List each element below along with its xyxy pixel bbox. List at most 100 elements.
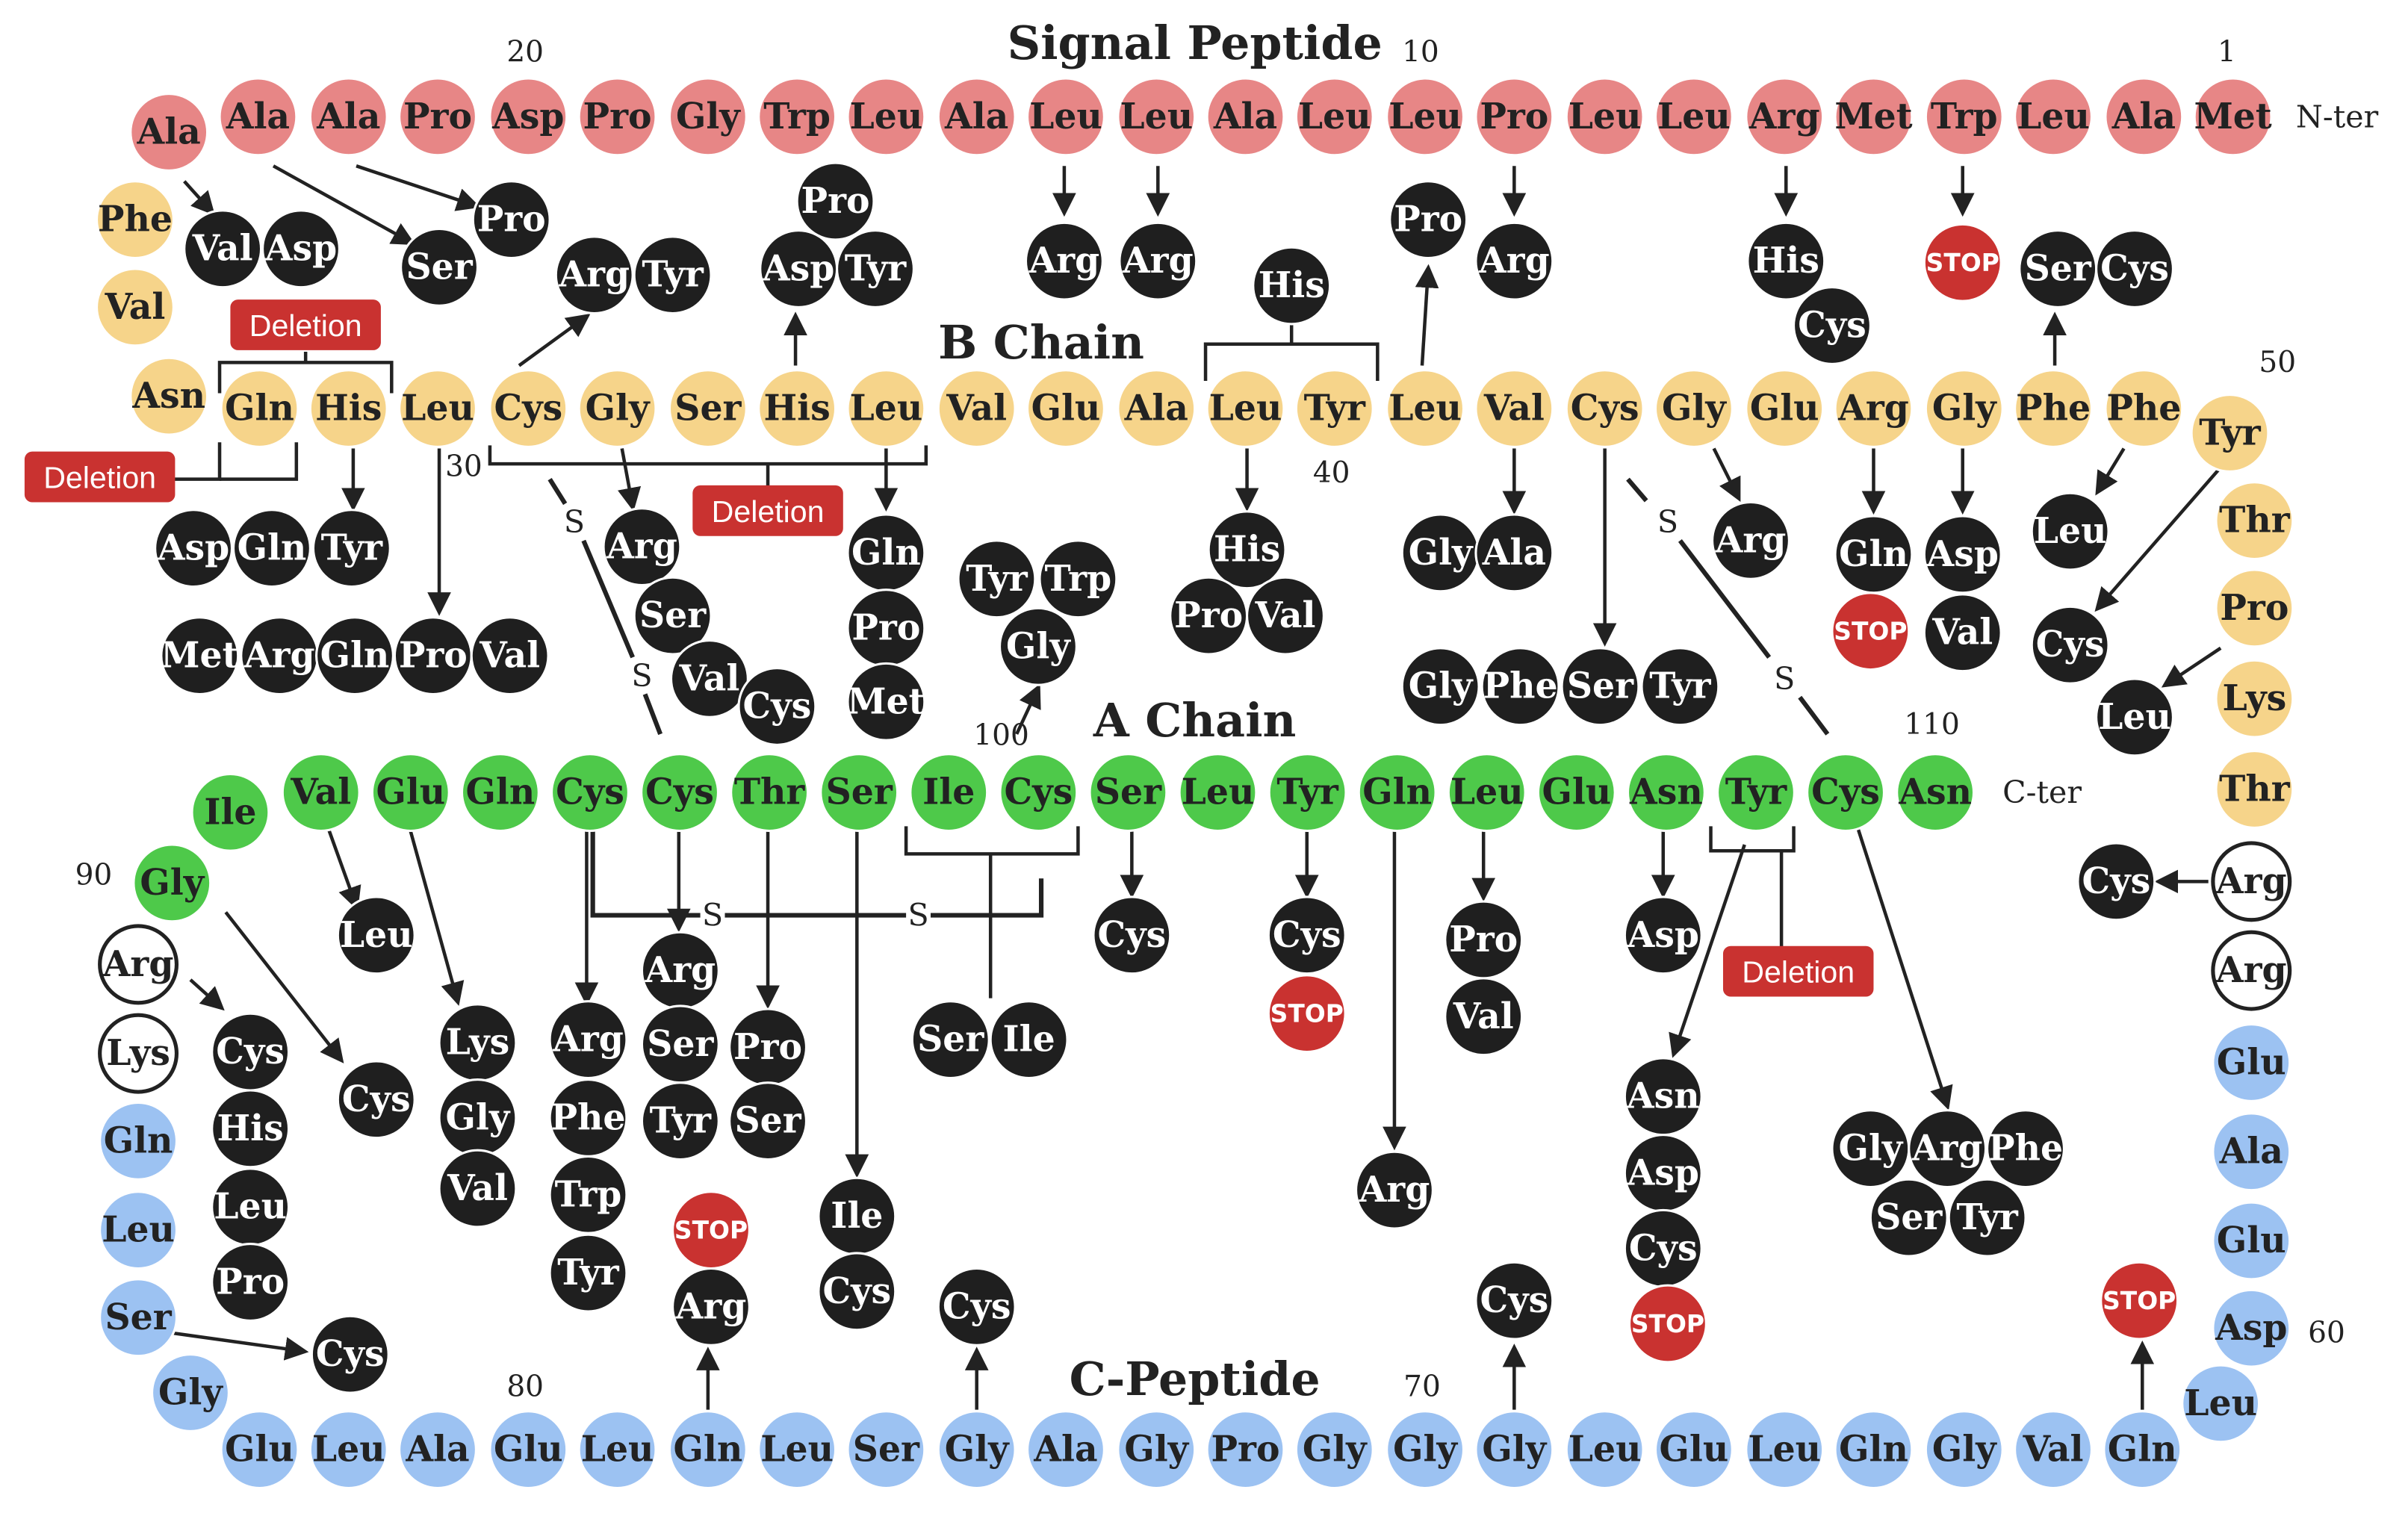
c-peptide-residue: Glu: [2212, 1023, 2291, 1102]
mutant-residue: Leu: [211, 1167, 291, 1247]
signal-residue: Pro: [577, 77, 657, 157]
svg-text:Ser: Ser: [647, 1024, 714, 1065]
mutant-residue: Lys: [438, 1003, 518, 1083]
c-peptide-residue: Gln: [668, 1410, 748, 1490]
svg-text:Ile: Ile: [204, 792, 256, 833]
a-chain-residue: Ser: [819, 753, 899, 833]
svg-text:Leu: Leu: [2034, 511, 2107, 552]
svg-text:Glu: Glu: [1750, 388, 1819, 429]
mutant-residue: Ile: [989, 1000, 1069, 1080]
signal-residue: Leu: [846, 77, 926, 157]
svg-text:Arg: Arg: [645, 950, 716, 991]
svg-text:His: His: [1259, 265, 1325, 306]
svg-text:Arg: Arg: [2215, 950, 2287, 991]
signal-peptide-title: Signal Peptide: [1008, 16, 1383, 70]
svg-text:Pro: Pro: [1174, 595, 1243, 636]
svg-text:Gly: Gly: [446, 1097, 511, 1138]
mutant-residue: Pro: [1169, 576, 1249, 656]
mutant-residue: Arg: [602, 507, 682, 587]
position-1: 1: [2218, 36, 2236, 69]
mutant-residue: Arg: [1118, 221, 1198, 301]
svg-text:Arg: Arg: [243, 636, 315, 677]
svg-text:Leu: Leu: [102, 1210, 175, 1251]
svg-text:Ala: Ala: [316, 96, 380, 137]
svg-text:Leu: Leu: [850, 388, 923, 429]
mutant-residue: Val: [669, 639, 749, 718]
mutant-residue: Tyr: [1640, 647, 1720, 727]
svg-text:His: His: [763, 388, 830, 429]
mutant-residue: Asp: [759, 229, 839, 308]
mutant-residue: Cys: [310, 1314, 390, 1394]
mutant-residue: Trp: [1038, 539, 1118, 619]
svg-text:Gly: Gly: [1124, 1429, 1189, 1470]
mutant-residue: Ile: [817, 1176, 897, 1256]
signal-residue: Arg: [1745, 77, 1825, 157]
a-chain-residue: Cys: [1806, 753, 1885, 833]
svg-text:Asp: Asp: [1926, 534, 1999, 575]
c-peptide-residue: Leu: [308, 1410, 388, 1490]
c-peptide-residue: Gly: [1294, 1410, 1374, 1490]
svg-text:Lys: Lys: [106, 1033, 170, 1074]
signal-residue: Ala: [129, 93, 209, 172]
svg-text:Leu: Leu: [312, 1429, 385, 1470]
mutant-residue: Pro: [728, 1007, 808, 1087]
svg-text:Gly: Gly: [158, 1373, 223, 1414]
svg-text:Gln: Gln: [1362, 772, 1432, 813]
position-60: 60: [2308, 1316, 2345, 1349]
svg-text:Arg: Arg: [1911, 1128, 1983, 1170]
signal-residue: Met: [1834, 77, 1914, 157]
svg-text:Ser: Ser: [1875, 1197, 1943, 1238]
svg-text:Ser: Ser: [853, 1429, 920, 1470]
a-chain-residue: Glu: [370, 753, 450, 833]
position-50: 50: [2259, 346, 2296, 379]
svg-text:Gln: Gln: [225, 388, 294, 429]
mutant-residue: Cys: [1474, 1261, 1554, 1341]
b-chain-residue: Leu: [846, 369, 926, 449]
svg-text:Thr: Thr: [2219, 500, 2291, 541]
mutant-residue: Val: [470, 616, 550, 696]
c-peptide-residue: Ala: [2212, 1112, 2291, 1192]
svg-text:Arg: Arg: [2215, 861, 2287, 902]
mutant-residue: Arg: [548, 1000, 628, 1080]
mutant-residue: Val: [438, 1149, 518, 1229]
svg-text:Leu: Leu: [760, 1429, 834, 1470]
svg-text:Glu: Glu: [1542, 772, 1611, 813]
a-chain-residue: Val: [281, 753, 361, 833]
b-chain-residue: Leu: [1385, 369, 1465, 449]
svg-text:Phe: Phe: [1988, 1128, 2063, 1170]
mutant-residue: Cys: [1623, 1208, 1703, 1288]
disulfide-s-label-5: S: [702, 898, 723, 934]
svg-text:Deletion: Deletion: [249, 308, 362, 343]
mutant-residue: Pro: [1388, 180, 1468, 260]
svg-text:Leu: Leu: [1388, 96, 1462, 137]
svg-text:Deletion: Deletion: [43, 461, 156, 495]
c-peptide-residue: Ala: [398, 1410, 477, 1490]
a-chain-residue: Gln: [1357, 753, 1437, 833]
svg-text:STOP: STOP: [1834, 617, 1907, 646]
a-chain-residue: Cys: [640, 753, 719, 833]
position-90: 90: [75, 859, 113, 892]
mutant-residue: Cys: [937, 1267, 1017, 1347]
svg-text:Gln: Gln: [104, 1120, 173, 1161]
signal-residue: Leu: [1565, 77, 1645, 157]
svg-text:Tyr: Tyr: [1304, 388, 1366, 429]
signal-residue: Met: [2193, 77, 2273, 157]
svg-text:STOP: STOP: [1926, 248, 1999, 277]
deletion-box: Deletion: [692, 485, 843, 536]
signal-residue: Ala: [2104, 77, 2184, 157]
svg-text:Cys: Cys: [2082, 861, 2150, 902]
svg-text:Lys: Lys: [446, 1022, 510, 1063]
disulfide-s-label-3: S: [1657, 504, 1678, 540]
b-chain-residue: Glu: [1745, 369, 1825, 449]
b-chain-residue: Val: [95, 267, 175, 347]
svg-text:Phe: Phe: [1483, 666, 1558, 707]
b-chain-residue: Ser: [668, 369, 748, 449]
signal-residue: Pro: [1474, 77, 1554, 157]
svg-text:Asn: Asn: [1629, 772, 1703, 813]
svg-text:Leu: Leu: [214, 1187, 287, 1228]
svg-text:Leu: Leu: [581, 1429, 654, 1470]
svg-text:Met: Met: [161, 636, 238, 677]
svg-text:Cys: Cys: [1480, 1280, 1548, 1321]
svg-text:Ile: Ile: [831, 1196, 883, 1237]
